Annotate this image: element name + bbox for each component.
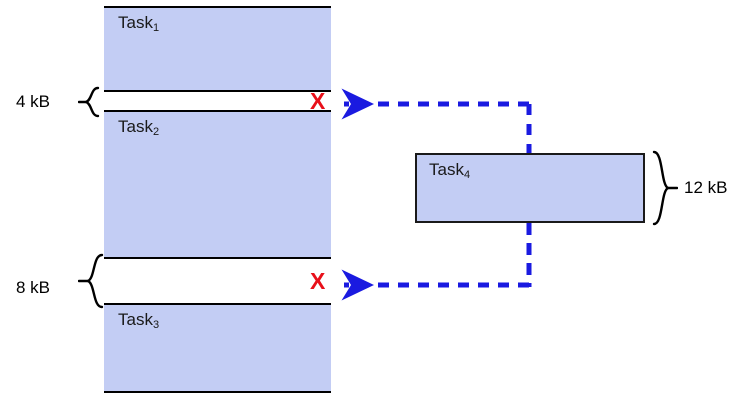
memory-block-task2-label: Task2 bbox=[118, 117, 160, 138]
incoming-task-subscript: 4 bbox=[463, 169, 471, 181]
memory-block-task1[interactable]: Task1 bbox=[104, 6, 331, 92]
size-label-incoming: 12 kB bbox=[684, 178, 728, 197]
memory-block-task3-subscript: 3 bbox=[152, 319, 160, 331]
memory-block-task1-label: Task1 bbox=[118, 13, 160, 34]
memory-block-task2-subscript: 2 bbox=[152, 126, 160, 138]
x-mark-gap1: X bbox=[310, 88, 326, 114]
incoming-task-label: Task4 bbox=[429, 160, 471, 181]
memory-block-gap1[interactable] bbox=[104, 90, 331, 112]
incoming-task-box[interactable]: Task4 bbox=[415, 153, 645, 223]
size-label-gap2: 8 kB bbox=[16, 278, 51, 297]
size-label-gap1: 4 kB bbox=[16, 92, 51, 111]
brace-gap2 bbox=[78, 253, 104, 309]
x-mark-gap2: X bbox=[310, 268, 326, 294]
brace-gap1 bbox=[78, 86, 100, 118]
memory-block-gap2[interactable] bbox=[104, 257, 331, 305]
memory-block-task3-label: Task3 bbox=[118, 310, 160, 331]
memory-block-task1-subscript: 1 bbox=[152, 22, 160, 34]
brace-incoming-task bbox=[652, 150, 678, 226]
memory-block-task3[interactable]: Task3 bbox=[104, 303, 331, 393]
memory-block-task2[interactable]: Task2 bbox=[104, 110, 331, 259]
